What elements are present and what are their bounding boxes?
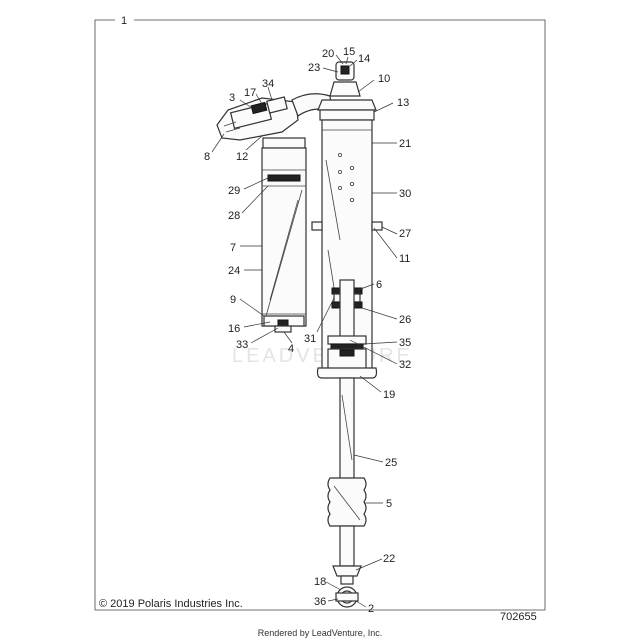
callout-20[interactable]: 20	[322, 48, 334, 60]
callout-4[interactable]: 4	[288, 343, 294, 355]
callout-7[interactable]: 7	[230, 242, 236, 254]
callout-10[interactable]: 10	[378, 73, 390, 85]
callout-11[interactable]: 11	[399, 253, 410, 265]
callout-14[interactable]: 14	[358, 53, 370, 65]
callout-34[interactable]: 34	[262, 78, 274, 90]
callout-30[interactable]: 30	[399, 188, 411, 200]
callout-36[interactable]: 36	[314, 596, 326, 608]
callout-9[interactable]: 9	[230, 294, 236, 306]
reservoir-canister	[216, 93, 333, 333]
leader-lines	[211, 54, 398, 608]
copyright-text: © 2019 Polaris Industries Inc.	[99, 598, 243, 610]
main-shock-body	[311, 61, 383, 379]
callout-33[interactable]: 33	[236, 339, 248, 351]
callout-26[interactable]: 26	[399, 314, 411, 326]
callout-22[interactable]: 22	[383, 553, 395, 565]
callout-28[interactable]: 28	[228, 210, 240, 222]
callout-25[interactable]: 25	[385, 457, 397, 469]
callout-15[interactable]: 15	[343, 46, 355, 58]
callout-17[interactable]: 17	[244, 87, 256, 99]
callout-29[interactable]: 29	[228, 185, 240, 197]
callout-6[interactable]: 6	[376, 279, 382, 291]
callout-21[interactable]: 21	[399, 138, 411, 150]
callout-35[interactable]: 35	[399, 337, 411, 349]
callout-13[interactable]: 13	[397, 97, 409, 109]
callout-18[interactable]: 18	[314, 576, 326, 588]
diagram-number: 702655	[500, 611, 537, 623]
shaft-assembly	[327, 377, 367, 608]
callout-27[interactable]: 27	[399, 228, 411, 240]
diagram-frame	[94, 19, 546, 611]
callout-19[interactable]: 19	[383, 389, 395, 401]
callouts: 20 15 14 23 10 13 3 17 34 8 12 21 29 30 …	[204, 46, 411, 615]
frame-callout-1[interactable]: 1	[121, 15, 127, 27]
callout-16[interactable]: 16	[228, 323, 240, 335]
callout-24[interactable]: 24	[228, 265, 240, 277]
rendered-by-text: Rendered by LeadVenture, Inc.	[258, 628, 383, 638]
callout-5[interactable]: 5	[386, 498, 392, 510]
callout-2[interactable]: 2	[368, 603, 374, 615]
callout-31[interactable]: 31	[304, 333, 316, 345]
callout-32[interactable]: 32	[399, 359, 411, 371]
callout-3[interactable]: 3	[229, 92, 235, 104]
callout-8[interactable]: 8	[204, 151, 210, 163]
callout-23[interactable]: 23	[308, 62, 320, 74]
callout-12[interactable]: 12	[236, 151, 248, 163]
